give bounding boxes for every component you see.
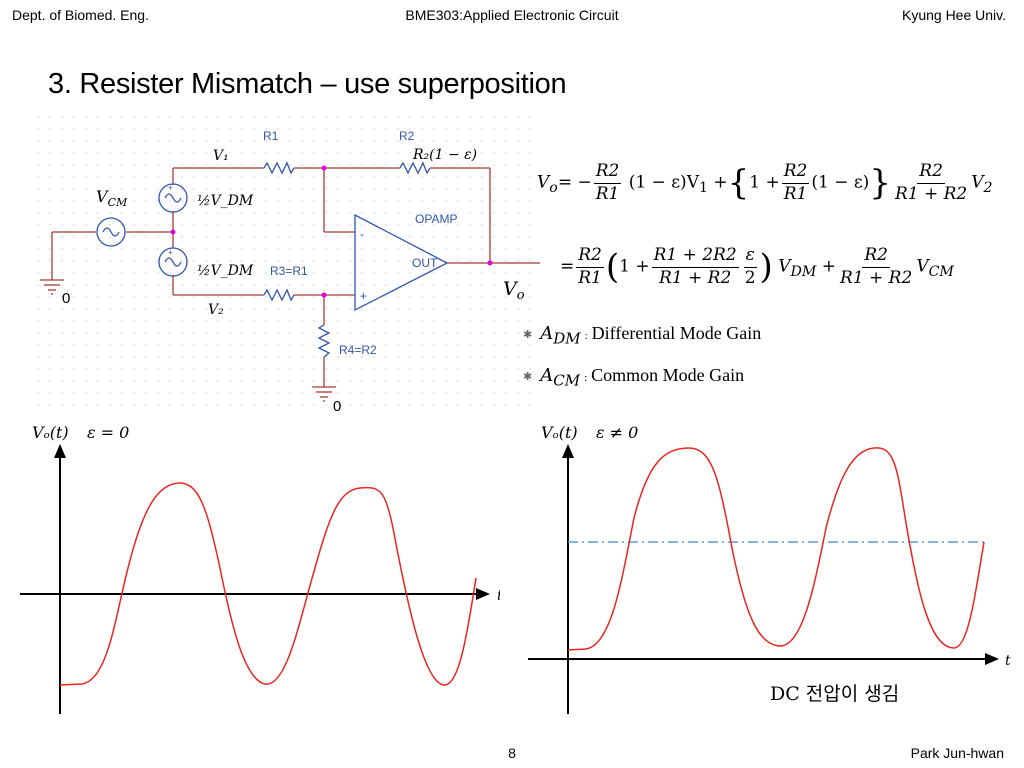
bullet-common-gain: ✱ACM:Common Mode Gain (523, 365, 745, 390)
left-graph-condition: ε = 0 (87, 423, 129, 442)
vcm-source-icon (96, 217, 126, 247)
right-graph-caption: DC 전압이 생김 (770, 683, 899, 705)
v1-label: V₁ (213, 148, 229, 164)
resistor-r3-icon (263, 288, 295, 302)
graph-epsilon-nonzero: Vₒ(t) ε ≠ 0 t DC 전압이 생김 (528, 423, 1011, 714)
circuit-nodes (170, 165, 493, 298)
bullet-icon: ✱ (523, 329, 533, 342)
svg-text:+: + (168, 248, 173, 257)
r1-label: R1 (263, 129, 279, 143)
resistor-r4-icon (317, 324, 331, 358)
ground-symbol-right (312, 386, 336, 402)
left-graph-x-arrow-icon (476, 588, 490, 600)
left-graph-xlabel: t (497, 588, 500, 604)
left-graph-ylabel: Vₒ(t) (32, 423, 69, 442)
opamp-plus-sign: + (360, 289, 367, 303)
header-course: BME303:Applied Electronic Circuit (405, 7, 619, 23)
page-number: 8 (508, 745, 516, 761)
r2-mismatch-label: R₂(1 − ε) (412, 147, 477, 163)
right-graph-condition: ε ≠ 0 (596, 423, 638, 442)
opamp-out-label: OUT (412, 256, 438, 270)
right-graph-x-arrow-icon (985, 653, 999, 665)
ground-label-right: 0 (333, 398, 341, 415)
slide-title: 3. Resister Mismatch – use superposition (48, 68, 567, 100)
v2-label: V₂ (208, 302, 224, 318)
author-name: Park Jun-hwan (910, 745, 1004, 761)
vdm-source-top-icon (158, 183, 188, 213)
resistor-r2-icon (399, 161, 431, 175)
r3-label: R3=R1 (270, 264, 308, 278)
right-graph-xlabel: t (1005, 653, 1011, 669)
vcm-label: VCM (96, 187, 128, 209)
right-graph-y-arrow-icon (562, 444, 574, 458)
ground-label-left: 0 (62, 290, 70, 307)
r4-label: R4=R2 (339, 343, 377, 357)
svg-text:+: + (168, 183, 173, 192)
right-graph-signal-curve (567, 447, 985, 651)
header-department: Dept. of Biomed. Eng. (12, 7, 149, 23)
left-graph-signal-curve (59, 482, 477, 686)
vdm-source-bottom-icon (158, 247, 188, 277)
opamp-triangle-icon (354, 213, 449, 312)
ground-symbol-left (40, 279, 64, 295)
graph-epsilon-zero: Vₒ(t) ε = 0 t (20, 423, 500, 714)
r2-label: R2 (399, 129, 415, 143)
resistor-r1-icon (263, 161, 295, 175)
opamp-minus-sign: - (360, 227, 364, 241)
header-university: Kyung Hee Univ. (901, 7, 1006, 23)
circuit-schematic: 0 0 + + - + OPAMP OUT R1 R2 R3=R1 R4=R2 … (35, 115, 540, 415)
vo-label: Vo (503, 278, 525, 303)
bullet-icon: ✱ (523, 371, 533, 384)
bullet-differential-gain: ✱ADM:Differential Mode Gain (523, 323, 762, 348)
half-vdm-label-bottom: ½V_DM (197, 263, 254, 279)
right-graph-ylabel: Vₒ(t) (541, 423, 578, 442)
left-graph-y-arrow-icon (54, 444, 66, 458)
half-vdm-label-top: ½V_DM (197, 193, 254, 209)
opamp-label: OPAMP (415, 212, 457, 226)
